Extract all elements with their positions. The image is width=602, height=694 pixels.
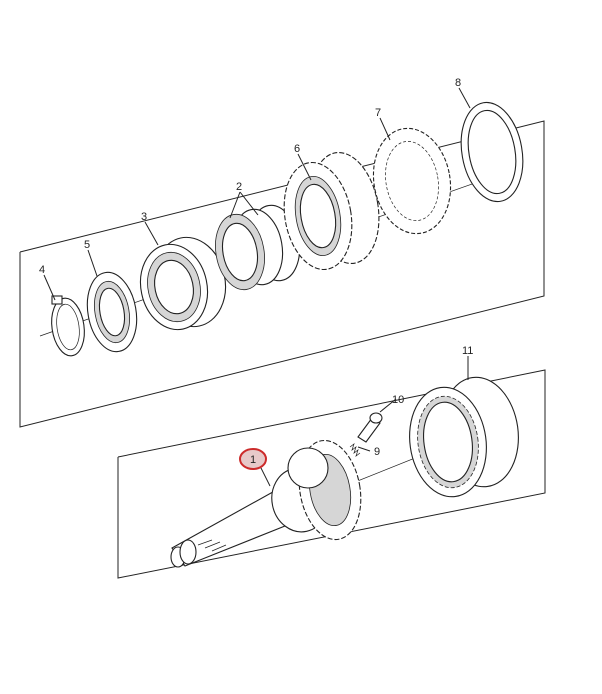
gear-part — [283, 152, 380, 271]
callout-1[interactable]: 1 — [250, 454, 256, 466]
callout-6[interactable]: 6 — [294, 143, 300, 155]
callout-3[interactable]: 3 — [141, 211, 147, 223]
callout-4[interactable]: 4 — [39, 264, 45, 276]
synchro-ring-part — [372, 127, 452, 235]
spring-part — [349, 443, 361, 457]
snap-ring-part — [51, 295, 85, 357]
seal-part — [86, 271, 138, 353]
callout-5[interactable]: 5 — [84, 239, 90, 251]
callout-8[interactable]: 8 — [455, 77, 461, 89]
callout-9[interactable]: 9 — [374, 446, 380, 458]
main-shaft-part — [170, 439, 362, 568]
detent-pin-part — [357, 412, 383, 443]
callout-2[interactable]: 2 — [236, 181, 242, 193]
sliding-sleeve-part — [409, 376, 519, 498]
callout-10[interactable]: 10 — [392, 394, 404, 406]
bearing-part — [139, 236, 227, 331]
callout-11[interactable]: 11 — [462, 345, 473, 357]
callout-7[interactable]: 7 — [375, 107, 381, 119]
leader-lines — [43, 87, 471, 487]
callout-labels: 1 2 3 4 5 6 7 8 9 10 11 — [39, 77, 473, 470]
friction-ring-part — [460, 101, 524, 203]
highlight-marker[interactable] — [239, 448, 267, 470]
